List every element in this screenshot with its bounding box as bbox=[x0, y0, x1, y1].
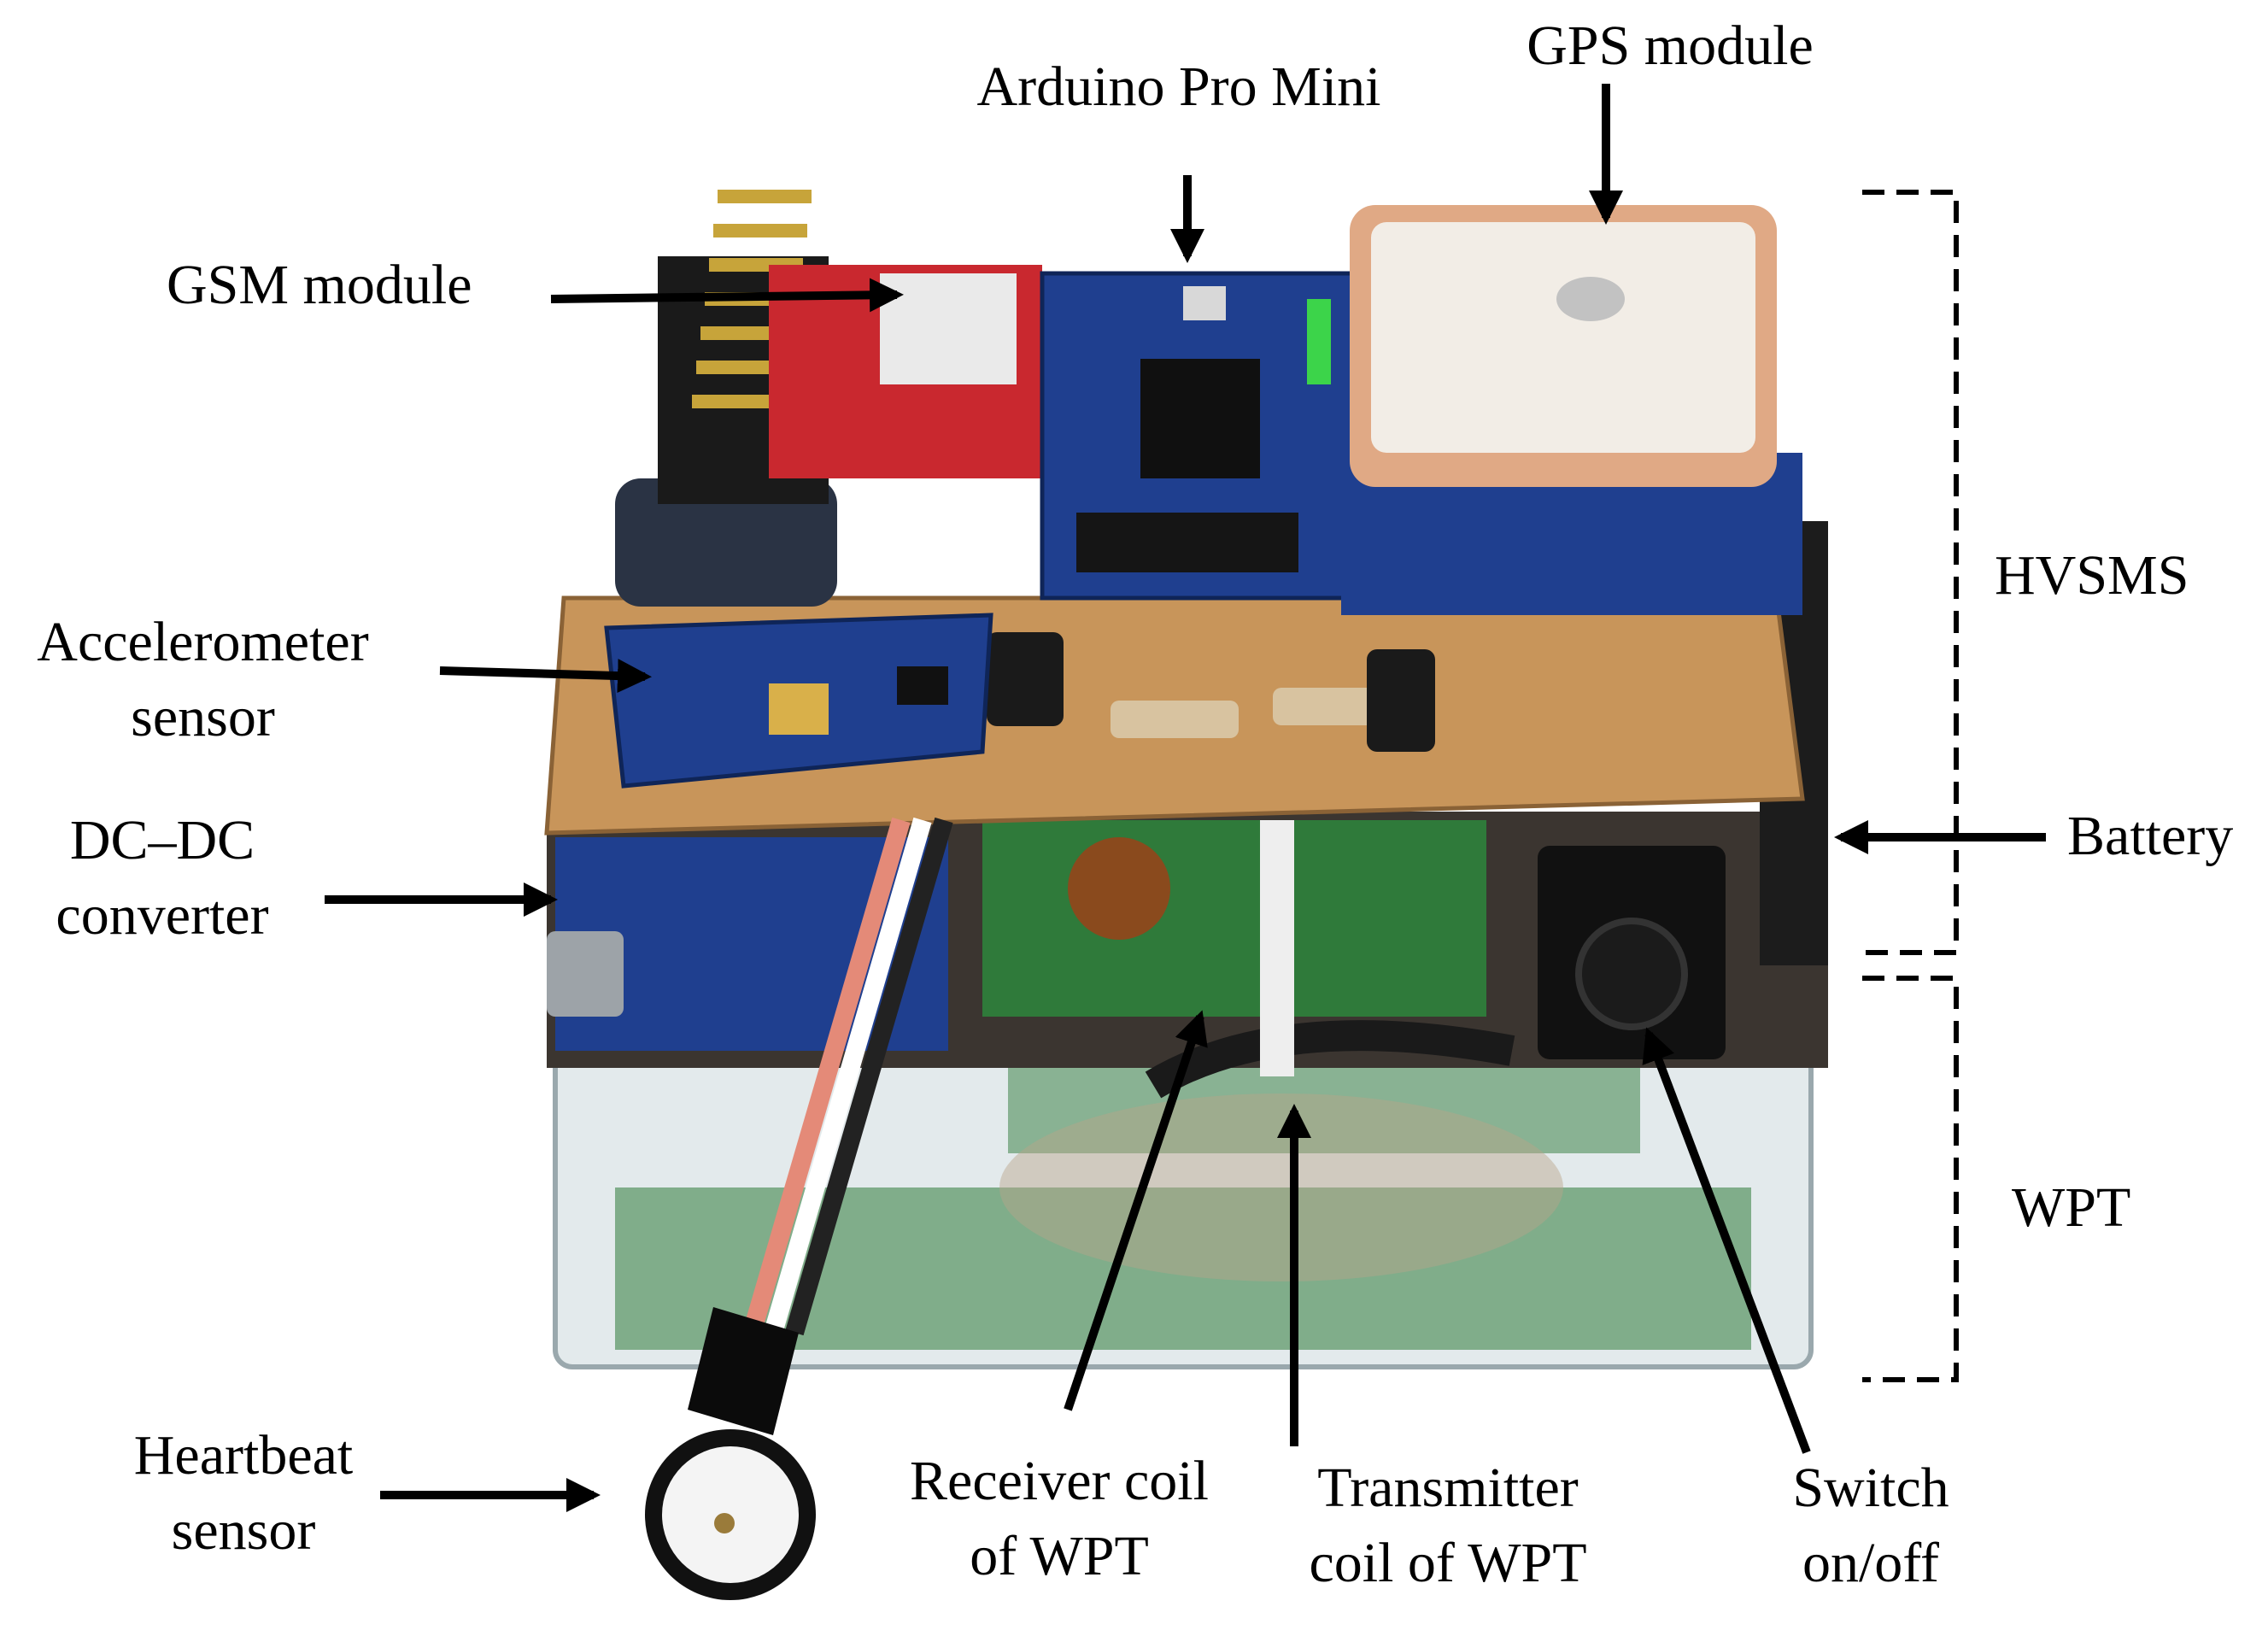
wpt-bracket bbox=[1862, 976, 1959, 1382]
label-transmitter-line2: coil of WPT bbox=[1309, 1532, 1587, 1594]
label-dc-dc-converter: DC–DC converter bbox=[13, 803, 312, 953]
label-accelerometer-sensor: Accelerometer sensor bbox=[0, 605, 406, 755]
label-receiver-coil: Receiver coil of WPT bbox=[876, 1444, 1243, 1594]
arrow-receiver bbox=[1064, 1010, 1208, 1411]
label-switch-line1: Switch bbox=[1792, 1457, 1949, 1519]
heartbeat-sensor-assembly bbox=[645, 817, 953, 1600]
label-gsm-module: GSM module bbox=[167, 254, 472, 316]
label-transmitter-line1: Transmitter bbox=[1317, 1457, 1579, 1519]
wpt-acrylic-case bbox=[553, 1023, 1814, 1369]
arduino-board bbox=[1040, 271, 1369, 601]
arrow-switch bbox=[1642, 1027, 1811, 1454]
capacitor bbox=[615, 478, 837, 607]
label-wpt: WPT bbox=[2012, 1176, 2131, 1239]
gps-module-board bbox=[1341, 205, 1802, 615]
cable-tie bbox=[1260, 820, 1294, 1076]
label-receiver-line2: of WPT bbox=[970, 1525, 1149, 1587]
wpt-receiver-board bbox=[982, 820, 1486, 1017]
label-accelerometer-line2: sensor bbox=[131, 686, 275, 748]
transistor bbox=[1367, 649, 1435, 752]
label-hvsms: HVSMS bbox=[1995, 544, 2189, 607]
label-transmitter-coil: Transmitter coil of WPT bbox=[1269, 1451, 1627, 1601]
label-gps-module: GPS module bbox=[1527, 15, 1814, 77]
arrow-accelerometer bbox=[439, 659, 652, 694]
label-heartbeat-sensor: Heartbeat sensor bbox=[103, 1418, 384, 1569]
hvsms-bracket bbox=[1862, 190, 1959, 955]
label-switch-on-off: Switch on/off bbox=[1738, 1451, 2003, 1601]
label-heartbeat-line1: Heartbeat bbox=[133, 1424, 354, 1486]
arrow-gsm bbox=[550, 278, 904, 313]
inductor bbox=[1068, 837, 1170, 940]
label-heartbeat-line2: sensor bbox=[171, 1499, 316, 1562]
usb-port bbox=[547, 931, 624, 1017]
label-receiver-line1: Receiver coil bbox=[910, 1450, 1209, 1512]
label-accelerometer-line1: Accelerometer bbox=[37, 611, 369, 673]
resistor bbox=[1111, 701, 1239, 738]
label-battery: Battery bbox=[2067, 805, 2234, 867]
label-switch-line2: on/off bbox=[1802, 1532, 1940, 1594]
label-arduino-pro-mini: Arduino Pro Mini bbox=[976, 56, 1381, 118]
label-dcdc-line2: converter bbox=[56, 884, 269, 947]
transistor bbox=[987, 632, 1064, 726]
label-dcdc-line1: DC–DC bbox=[69, 809, 255, 871]
accelerometer-board bbox=[604, 613, 993, 789]
